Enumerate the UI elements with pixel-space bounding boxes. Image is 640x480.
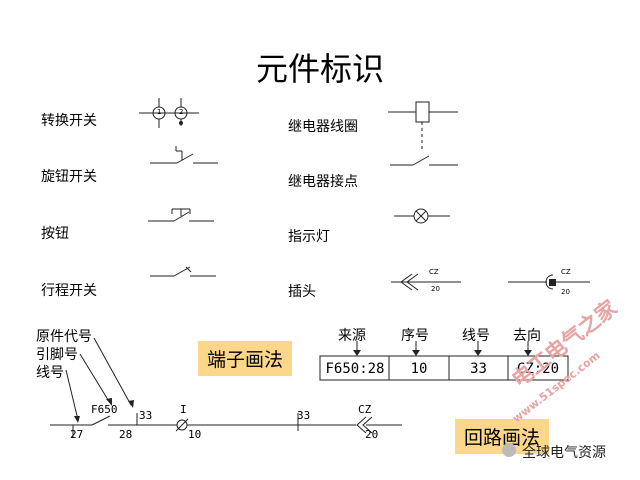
terminal-table-grid bbox=[319, 355, 569, 381]
relay-contact-symbol bbox=[390, 155, 458, 166]
relay-coil-symbol bbox=[388, 101, 458, 152]
terminal-header-source: 来源 bbox=[338, 328, 366, 344]
indicator-lamp-symbol bbox=[394, 208, 450, 224]
plug-2-number: 20 bbox=[561, 288, 570, 296]
callout-component-code: 原件代号 bbox=[36, 329, 92, 345]
callout-wire-number: 线号 bbox=[36, 365, 64, 381]
circuit-wire-27: 27 bbox=[70, 428, 84, 441]
rotary-switch-label: 旋钮开关 bbox=[41, 169, 97, 185]
terminal-header-wire: 线号 bbox=[462, 328, 490, 344]
terminal-cell-sequence: 10 bbox=[410, 361, 428, 377]
relay-contact-label: 继电器接点 bbox=[288, 174, 358, 190]
travel-switch-label: 行程开关 bbox=[41, 283, 97, 299]
plug-1-code: CZ bbox=[429, 268, 439, 276]
watermark-footer: 全球电气资源 bbox=[522, 445, 606, 461]
plug-symbol-1 bbox=[391, 273, 461, 291]
callout-pin-number: 引脚号 bbox=[36, 347, 78, 363]
transfer-switch-label: 转换开关 bbox=[41, 113, 97, 129]
circuit-wire-10: 10 bbox=[188, 428, 202, 441]
terminal-cell-destination: CZ:20 bbox=[516, 361, 560, 377]
wechat-icon bbox=[502, 443, 516, 457]
travel-switch-symbol bbox=[150, 266, 216, 277]
circuit-wire-20: 20 bbox=[365, 428, 379, 441]
circuit-cz-label: CZ bbox=[358, 403, 372, 416]
circuit-f-label: F650 bbox=[91, 403, 118, 416]
circuit-i-label: I bbox=[180, 403, 187, 416]
circuit-wire-33b: 33 bbox=[297, 409, 311, 422]
plug-2-code: CZ bbox=[561, 268, 571, 276]
terminal-cell-wire: 33 bbox=[470, 361, 487, 377]
page-title: 元件标识 bbox=[255, 50, 384, 88]
terminal-cell-source: F650:28 bbox=[325, 361, 385, 377]
callout-lines bbox=[65, 337, 132, 421]
push-button-label: 按钮 bbox=[41, 226, 69, 242]
transfer-switch-mark-2: 2 bbox=[179, 108, 184, 116]
push-button-symbol bbox=[148, 208, 214, 222]
terminal-header-destination: 去向 bbox=[513, 328, 541, 344]
terminal-arrows bbox=[356, 341, 529, 353]
terminal-title: 端子画法 bbox=[198, 341, 293, 376]
circuit-wire-33a: 33 bbox=[139, 409, 153, 422]
plug-1-number: 20 bbox=[431, 285, 440, 293]
transfer-switch-mark-1: 1 bbox=[157, 108, 162, 116]
plug-symbol-2 bbox=[508, 274, 590, 290]
circuit-wire-28: 28 bbox=[119, 428, 133, 441]
circuit-line bbox=[50, 413, 402, 437]
indicator-lamp-label: 指示灯 bbox=[288, 229, 330, 245]
relay-coil-label: 继电器线圈 bbox=[288, 119, 358, 135]
transfer-switch-symbol bbox=[139, 98, 199, 128]
plug-label: 插头 bbox=[288, 284, 316, 300]
rotary-switch-symbol bbox=[150, 146, 218, 164]
terminal-header-sequence: 序号 bbox=[401, 328, 429, 344]
